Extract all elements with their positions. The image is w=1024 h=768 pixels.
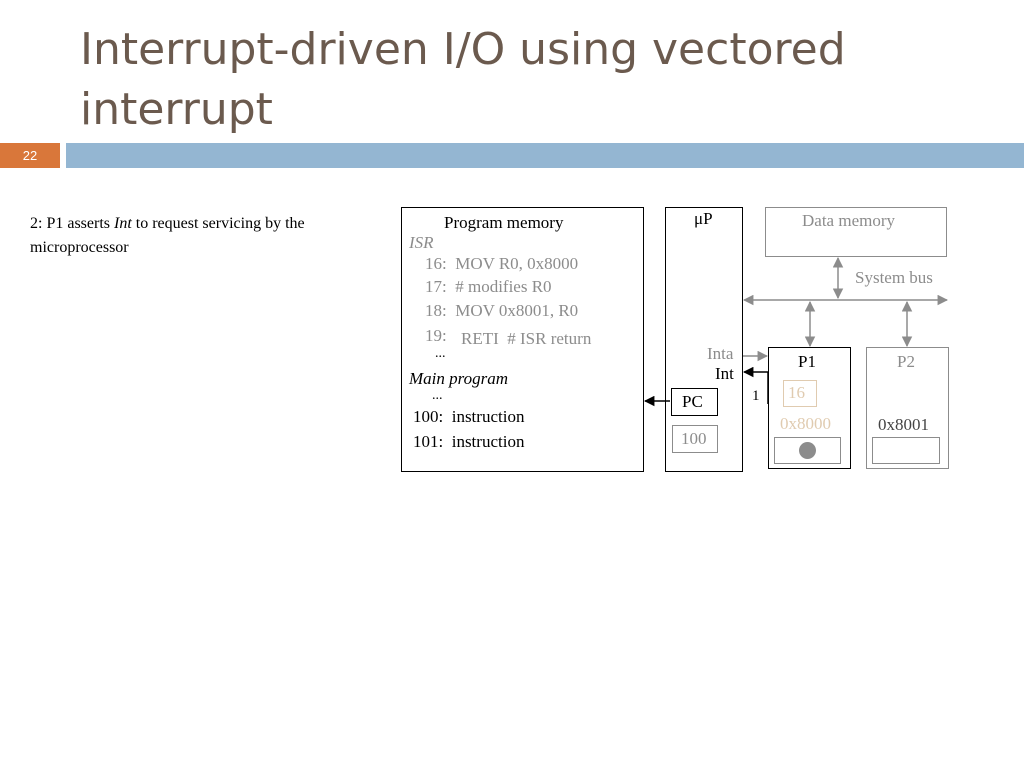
slide-title: Interrupt-driven I/O using vectored inte… xyxy=(80,24,846,135)
data-memory-box xyxy=(765,207,947,257)
slide-number: 22 xyxy=(0,143,60,168)
p1-label: P1 xyxy=(798,352,816,371)
pc-register xyxy=(671,388,718,416)
int-label: Int xyxy=(715,364,734,383)
p1-register xyxy=(774,437,841,464)
p1-address: 0x8000 xyxy=(780,414,831,433)
isr-label: ISR xyxy=(409,233,434,252)
isr-line-19-number: 19: xyxy=(425,326,447,345)
pc-label: PC xyxy=(682,392,703,411)
program-memory-box xyxy=(401,207,644,472)
main-ellipsis: ... xyxy=(432,388,443,403)
p2-register xyxy=(872,437,940,464)
isr-line-16: 16: MOV R0, 0x8000 xyxy=(425,254,579,273)
isr-line-17: 17: # modifies R0 xyxy=(425,277,552,296)
isr-ellipsis: ... xyxy=(435,346,446,361)
int-value: 1 xyxy=(752,388,760,404)
microprocessor-box xyxy=(665,207,743,472)
title-bar xyxy=(66,143,1024,168)
p2-address: 0x8001 xyxy=(878,415,929,434)
data-memory-label: Data memory xyxy=(802,211,895,230)
main-line-100: 100: instruction xyxy=(413,407,525,426)
main-line-101: 101: instruction xyxy=(413,432,525,451)
main-program-label: Main program xyxy=(409,369,509,388)
p1-vector-box xyxy=(783,380,817,407)
p1-status-dot-icon xyxy=(799,442,816,459)
inta-label: Inta xyxy=(707,344,734,363)
step-description: 2: P1 asserts Int to request servicing b… xyxy=(30,212,390,260)
pc-value: 100 xyxy=(681,429,707,448)
program-memory-title: Program memory xyxy=(444,213,564,232)
step-text-prefix: 2: P1 asserts xyxy=(30,215,114,232)
pc-value-box xyxy=(672,425,718,453)
isr-line-19-instruction: RETI # ISR return xyxy=(461,329,592,348)
step-text-suffix: to request servicing by the microprocess… xyxy=(30,215,305,256)
p2-box xyxy=(866,347,949,469)
p1-box xyxy=(768,347,851,469)
p2-label: P2 xyxy=(897,352,915,371)
p1-vector-value: 16 xyxy=(788,383,805,402)
system-bus-label: System bus xyxy=(855,268,933,287)
microprocessor-label: μP xyxy=(694,209,713,228)
step-text-int: Int xyxy=(114,215,132,232)
isr-line-18: 18: MOV 0x8001, R0 xyxy=(425,301,579,320)
